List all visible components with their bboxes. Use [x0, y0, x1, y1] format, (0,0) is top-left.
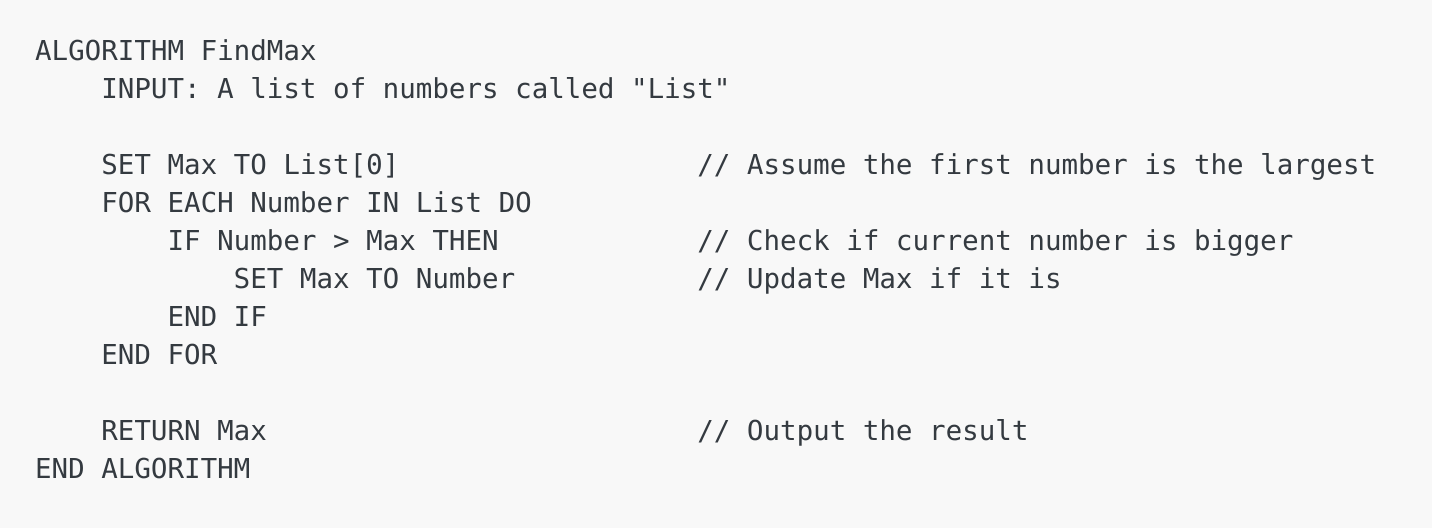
pseudocode-listing: ALGORITHM FindMax INPUT: A list of numbe… — [35, 32, 1432, 488]
code-line-2: INPUT: A list of numbers called "List" — [35, 73, 731, 105]
code-line-9: END FOR — [35, 339, 218, 371]
code-line-3-blank — [35, 108, 1432, 146]
code-line-6: IF Number > Max THEN // Check if current… — [35, 225, 1294, 257]
code-line-8: END IF — [35, 301, 267, 333]
code-line-11: RETURN Max // Output the result — [35, 415, 1029, 447]
pseudocode-code: ALGORITHM FindMax INPUT: A list of numbe… — [35, 32, 1432, 488]
code-line-1: ALGORITHM FindMax — [35, 35, 317, 67]
code-line-12: END ALGORITHM — [35, 453, 251, 485]
code-line-5: FOR EACH Number IN List DO — [35, 187, 532, 219]
code-line-10-blank — [35, 374, 1432, 412]
code-line-4: SET Max TO List[0] // Assume the first n… — [35, 149, 1377, 181]
code-line-7: SET Max TO Number // Update Max if it is — [35, 263, 1062, 295]
